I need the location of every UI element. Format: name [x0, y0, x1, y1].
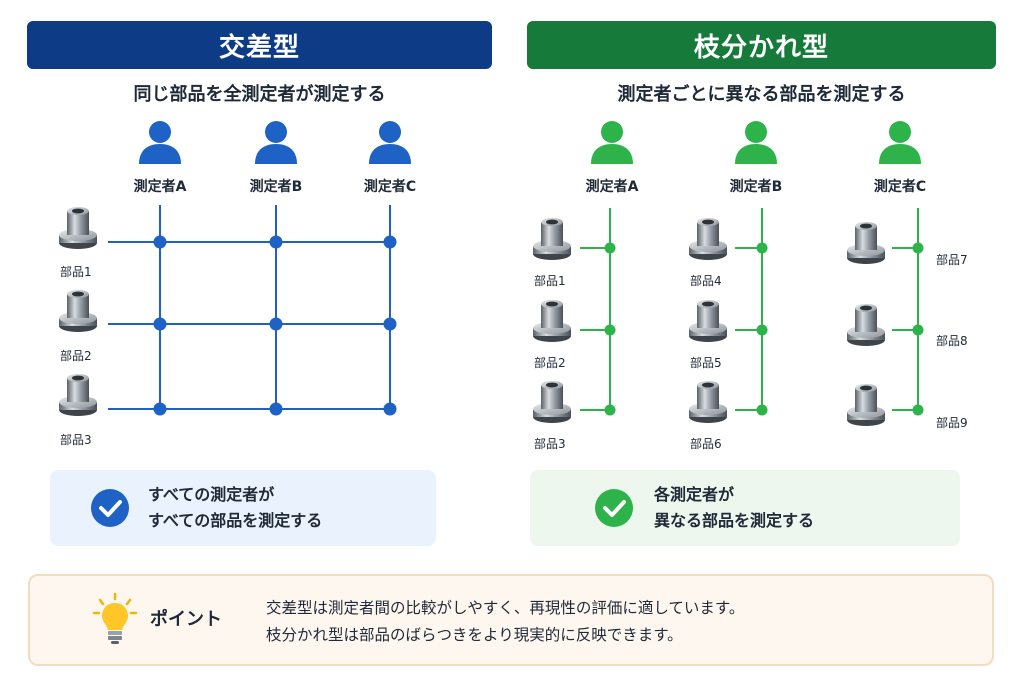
- part-label: 部品2: [534, 356, 566, 370]
- point-callout: ポイント 交差型は測定者間の比較がしやすく、再現性の評価に適しています。 枝分か…: [28, 574, 994, 666]
- nested-design-subtitle: 測定者ごとに異なる部品を測定する: [617, 84, 906, 105]
- nested-tree: [580, 208, 924, 416]
- point-line: 枝分かれ型は部品のばらつきをより現実的に反映できます。: [266, 626, 683, 644]
- nested-design-header: 枝分かれ型: [527, 21, 996, 69]
- bushing-part-icon: [846, 382, 886, 428]
- part-label: 部品1: [60, 265, 92, 279]
- crossed-design-title: 交差型: [218, 32, 300, 63]
- operator-label: 測定者C: [363, 179, 417, 195]
- part-label: 部品6: [690, 437, 722, 451]
- bushing-part-icon: [846, 220, 886, 266]
- bushing-part-icon: [846, 302, 886, 348]
- summary-line: すべての部品を測定する: [148, 511, 323, 530]
- part-label: 部品9: [936, 416, 968, 430]
- part-label: 部品2: [60, 349, 92, 363]
- bushing-part-icon: [688, 298, 728, 344]
- check-circle-icon: [595, 489, 633, 527]
- operator-label: 測定者B: [249, 179, 303, 195]
- crossed-design-header: 交差型: [27, 21, 492, 69]
- summary-line: 異なる部品を測定する: [654, 511, 815, 530]
- nested-summary-box: 各測定者が 異なる部品を測定する: [530, 470, 960, 546]
- operator-label: 測定者C: [873, 179, 927, 195]
- summary-line: 各測定者が: [654, 485, 735, 504]
- bushing-part-icon: [688, 216, 728, 262]
- bushing-part-icon: [532, 379, 572, 425]
- part-label: 部品3: [534, 437, 566, 451]
- operator-label: 測定者B: [729, 179, 783, 195]
- bushing-part-icon: [688, 379, 728, 425]
- crossed-design-subtitle: 同じ部品を全測定者が測定する: [133, 84, 386, 105]
- crossed-grid: [108, 205, 397, 416]
- check-circle-icon: [91, 489, 129, 527]
- summary-line: すべての測定者が: [148, 485, 275, 504]
- nested-design-title: 枝分かれ型: [693, 32, 829, 63]
- part-label: 部品5: [690, 356, 722, 370]
- part-label: 部品1: [534, 274, 566, 288]
- bushing-part-icon: [532, 298, 572, 344]
- part-label: 部品8: [936, 334, 968, 348]
- crossed-summary-box: すべての測定者が すべての部品を測定する: [50, 470, 436, 546]
- part-label: 部品3: [60, 433, 92, 447]
- point-line: 交差型は測定者間の比較がしやすく、再現性の評価に適しています。: [266, 599, 745, 617]
- part-label: 部品7: [936, 253, 968, 267]
- operator-label: 測定者A: [585, 179, 639, 195]
- bushing-part-icon: [532, 216, 572, 262]
- operator-label: 測定者A: [133, 179, 187, 195]
- part-label: 部品4: [690, 274, 722, 288]
- lightbulb-icon: [92, 592, 138, 644]
- point-label: ポイント: [150, 609, 222, 630]
